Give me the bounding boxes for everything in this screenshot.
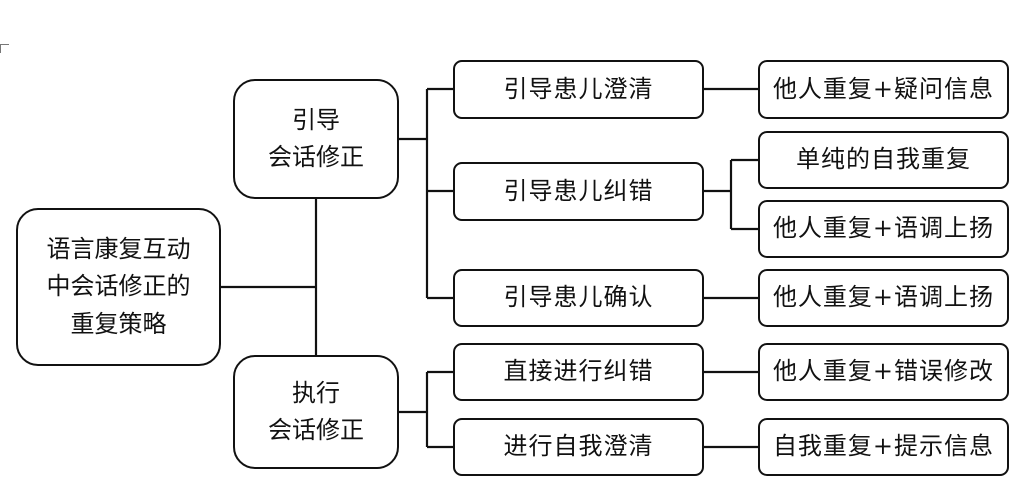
leaf-other-repeat-question: 他人重复+疑问信息 bbox=[758, 60, 1009, 119]
leaf-6-label: 自我重复+提示信息 bbox=[772, 432, 995, 461]
node-execute-repair: 执行 会话修正 bbox=[233, 355, 399, 469]
root-node: 语言康复互动 中会话修正的 重复策略 bbox=[16, 208, 221, 366]
node-direct-correct-label: 直接进行纠错 bbox=[503, 357, 654, 386]
leaf-pure-self-repeat: 单纯的自我重复 bbox=[758, 131, 1009, 189]
node-direct-correct: 直接进行纠错 bbox=[453, 343, 704, 401]
node-self-clarify-label: 进行自我澄清 bbox=[503, 432, 654, 461]
node-guide-correct: 引导患儿纠错 bbox=[453, 162, 704, 221]
leaf-other-repeat-rising-tone-2: 他人重复+语调上扬 bbox=[758, 269, 1009, 327]
leaf-5-label: 他人重复+错误修改 bbox=[772, 357, 995, 386]
root-line-1: 语言康复互动 bbox=[46, 235, 191, 264]
leaf-3-label: 他人重复+语调上扬 bbox=[772, 214, 995, 243]
leaf-1-label: 他人重复+疑问信息 bbox=[772, 74, 995, 103]
root-line-2: 中会话修正的 bbox=[46, 272, 191, 301]
node-guide-repair: 引导 会话修正 bbox=[233, 79, 399, 199]
node-self-clarify: 进行自我澄清 bbox=[453, 418, 704, 476]
node-guide-repair-line-2: 会话修正 bbox=[268, 143, 364, 171]
node-guide-clarify-label: 引导患儿澄清 bbox=[503, 74, 654, 103]
leaf-2-label: 单纯的自我重复 bbox=[796, 145, 971, 174]
leaf-self-repeat-hint: 自我重复+提示信息 bbox=[758, 418, 1009, 476]
root-line-3: 重复策略 bbox=[70, 309, 167, 338]
leaf-4-label: 他人重复+语调上扬 bbox=[772, 283, 995, 312]
node-guide-confirm: 引导患儿确认 bbox=[453, 269, 704, 327]
corner-mark bbox=[0, 44, 9, 53]
node-guide-clarify: 引导患儿澄清 bbox=[453, 60, 704, 119]
leaf-other-repeat-error-fix: 他人重复+错误修改 bbox=[758, 343, 1009, 401]
node-execute-repair-line-2: 会话修正 bbox=[268, 416, 364, 444]
node-execute-repair-line-1: 执行 bbox=[292, 378, 340, 407]
node-guide-repair-line-1: 引导 bbox=[292, 105, 340, 134]
node-guide-correct-label: 引导患儿纠错 bbox=[503, 176, 654, 205]
node-guide-confirm-label: 引导患儿确认 bbox=[503, 283, 654, 312]
leaf-other-repeat-rising-tone: 他人重复+语调上扬 bbox=[758, 200, 1009, 258]
